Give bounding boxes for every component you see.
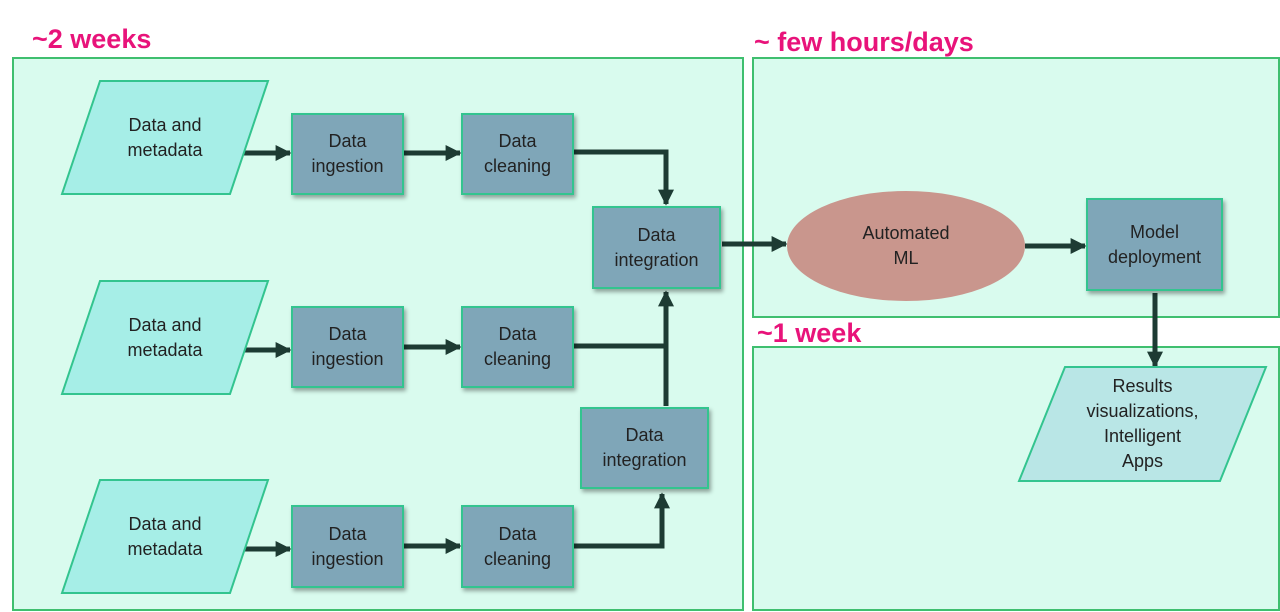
data-integration-main: Data integration [592, 206, 721, 289]
data-source-2-label: Data and metadata [127, 314, 203, 360]
data-source-1-label: Data and metadata [127, 114, 203, 160]
data-ingestion-2: Data ingestion [291, 306, 404, 388]
data-cleaning-2: Data cleaning [461, 306, 574, 388]
data-source-3-label: Data and metadata [127, 513, 203, 559]
results-output: Results visualizations, Intelligent Apps [1017, 366, 1268, 482]
automated-ml-label: Automated ML [862, 223, 950, 268]
data-source-2: Data and metadata [60, 280, 270, 395]
data-cleaning-1: Data cleaning [461, 113, 574, 195]
results-output-label: Results visualizations, Intelligent Apps [1086, 376, 1199, 471]
data-source-3: Data and metadata [60, 479, 270, 594]
data-ingestion-1: Data ingestion [291, 113, 404, 195]
ingest-phase-heading: ~2 weeks [32, 24, 152, 54]
deploy-phase-heading: ~1 week [757, 318, 862, 348]
data-integration-lower: Data integration [580, 407, 709, 489]
automated-ml: Automated ML [786, 190, 1026, 302]
data-cleaning-3: Data cleaning [461, 505, 574, 588]
data-source-1: Data and metadata [60, 80, 270, 195]
data-ingestion-3: Data ingestion [291, 505, 404, 588]
ml-phase-heading: ~ few hours/days [754, 27, 974, 57]
model-deployment: Model deployment [1086, 198, 1223, 291]
